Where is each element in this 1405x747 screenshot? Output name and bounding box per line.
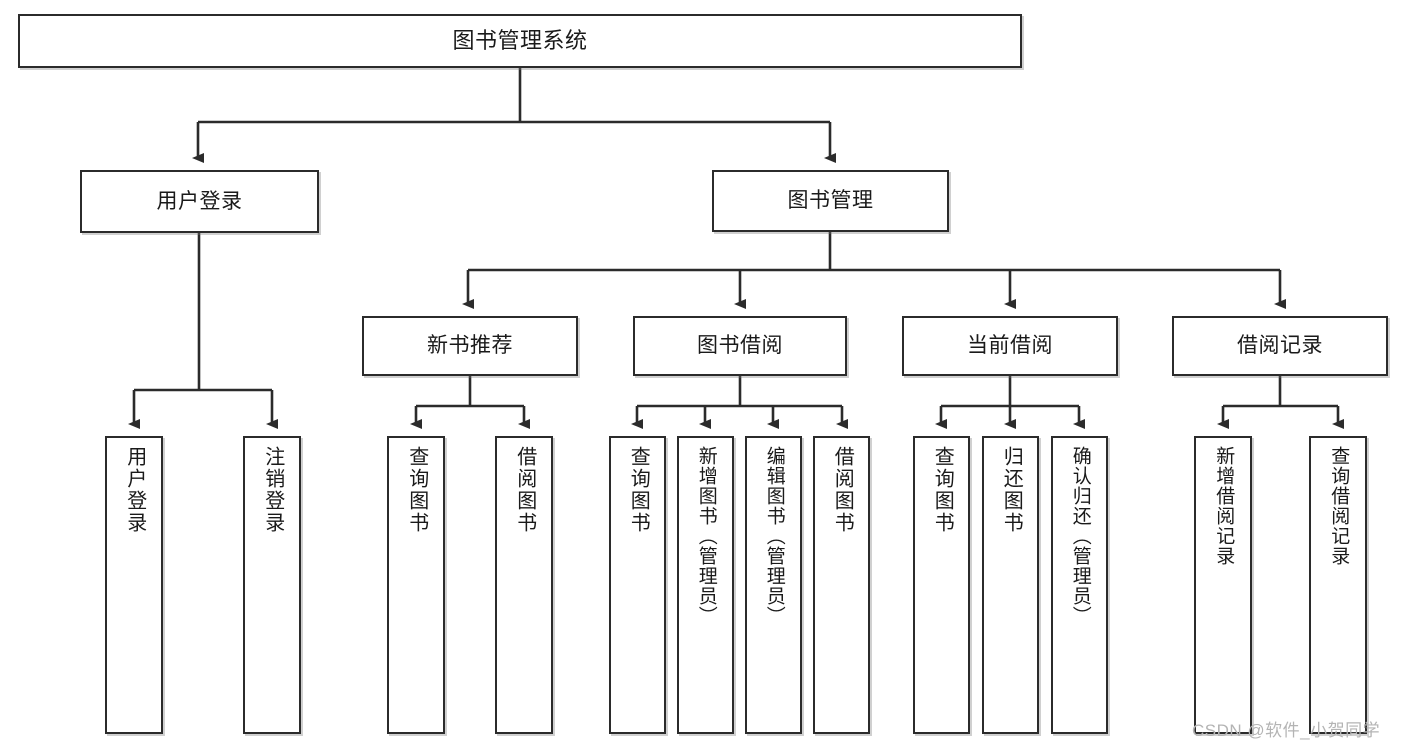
node-label: 借阅图书 [831,446,854,534]
leaf-current-borrow-return[interactable]: 归还图书 [982,436,1039,734]
leaf-current-borrow-confirm-return[interactable]: 确认归还（管理员） [1051,436,1108,734]
leaf-book-borrow-add[interactable]: 新增图书（管理员） [677,436,734,734]
leaf-new-book-query[interactable]: 查询图书 [387,436,445,734]
node-book-borrow[interactable]: 图书借阅 [633,316,847,376]
node-book-management[interactable]: 图书管理 [712,170,949,232]
node-new-book-recommend[interactable]: 新书推荐 [362,316,578,376]
node-label: 归还图书 [1000,446,1023,534]
node-label: 编辑图书（管理员） [763,446,785,626]
node-current-borrow[interactable]: 当前借阅 [902,316,1118,376]
node-label: 新书推荐 [427,334,513,358]
node-label: 图书借阅 [697,334,783,358]
node-label: 当前借阅 [967,334,1053,358]
node-label: 注销登录 [261,446,284,534]
leaf-user-login-logout[interactable]: 注销登录 [243,436,301,734]
leaf-borrow-record-add[interactable]: 新增借阅记录 [1194,436,1252,734]
node-label: 图书管理系统 [452,27,588,53]
node-user-login[interactable]: 用户登录 [80,170,319,233]
node-label: 确认归还（管理员） [1069,446,1091,626]
leaf-book-borrow-query[interactable]: 查询图书 [609,436,666,734]
node-label: 借阅记录 [1237,334,1323,358]
node-label: 新增借阅记录 [1213,446,1235,566]
leaf-user-login-signin[interactable]: 用户登录 [105,436,163,734]
node-label: 借阅图书 [513,446,536,534]
leaf-book-borrow-edit[interactable]: 编辑图书（管理员） [745,436,802,734]
node-label: 查询图书 [405,446,428,534]
node-borrow-record[interactable]: 借阅记录 [1172,316,1388,376]
leaf-current-borrow-query[interactable]: 查询图书 [913,436,970,734]
node-label: 查询借阅记录 [1328,446,1350,566]
node-label: 查询图书 [627,446,650,534]
leaf-book-borrow-borrow[interactable]: 借阅图书 [813,436,870,734]
node-label: 新增图书（管理员） [695,446,717,626]
node-label: 用户登录 [123,446,146,534]
csdn-watermark: CSDN @软件_小贺同学 [1192,721,1381,740]
node-root-system[interactable]: 图书管理系统 [18,14,1022,68]
leaf-borrow-record-query[interactable]: 查询借阅记录 [1309,436,1367,734]
leaf-new-book-borrow[interactable]: 借阅图书 [495,436,553,734]
node-label: 图书管理 [787,189,874,213]
node-label: 用户登录 [156,189,243,213]
node-label: 查询图书 [931,446,954,534]
